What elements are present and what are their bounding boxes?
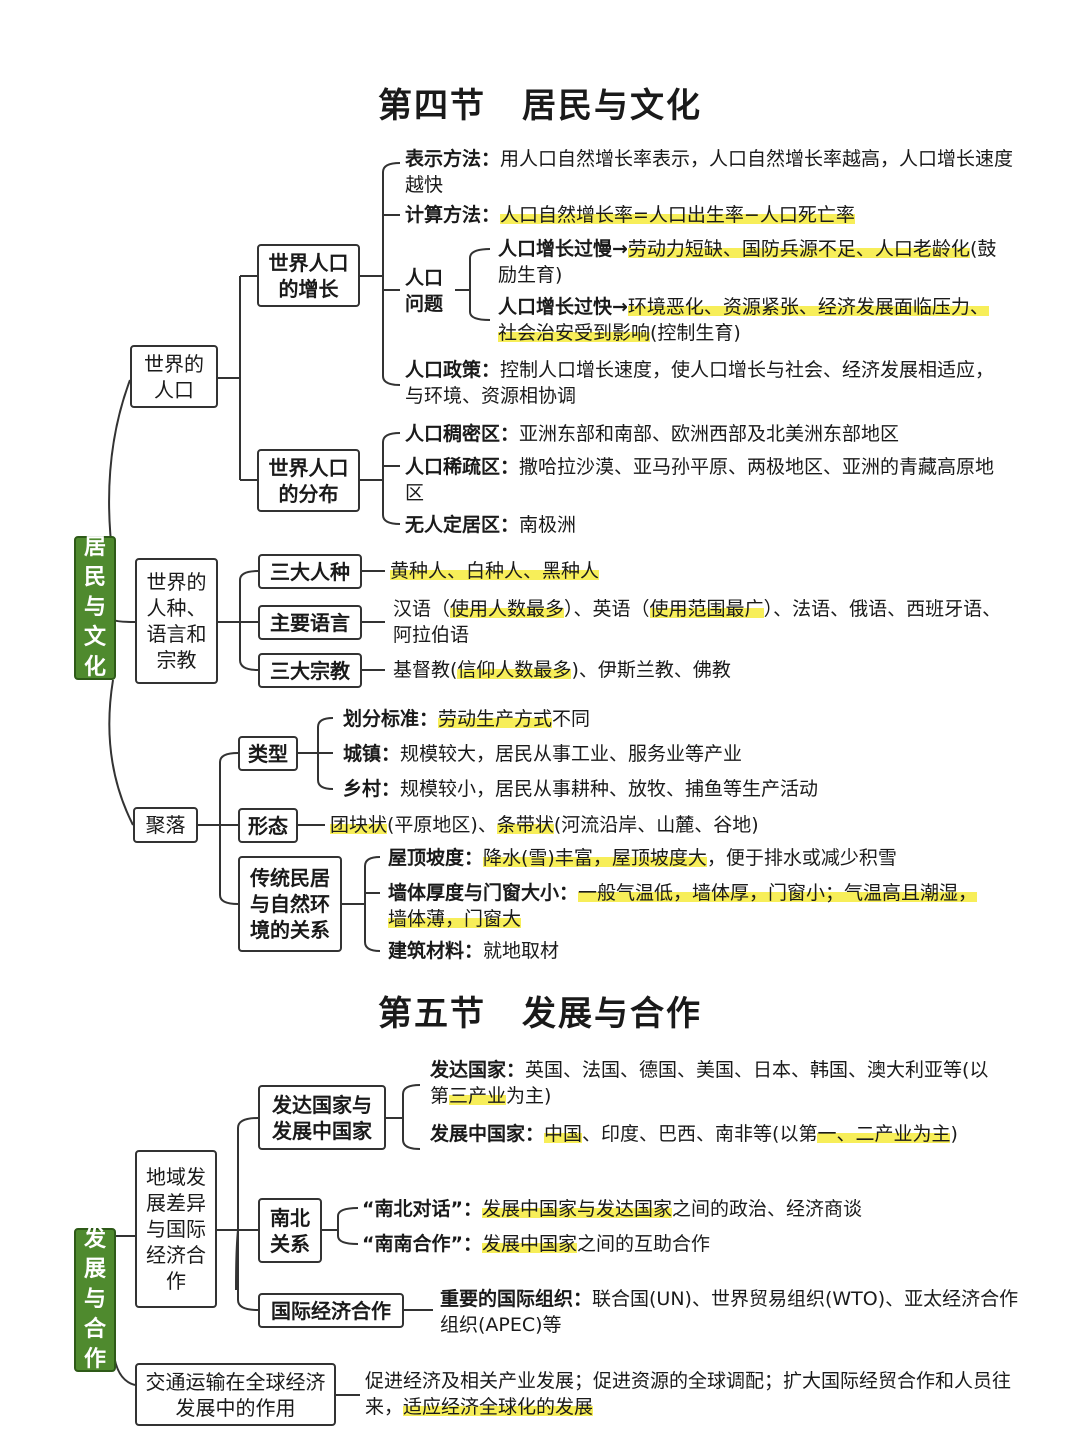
item-languages: 汉语（使用人数最多）、英语（使用范围最广）、法语、俄语、西班牙语、阿拉伯语	[393, 598, 1002, 646]
item-representation: 表示方法：用人口自然增长率表示，人口自然增长率越高，人口增长速度越快	[405, 148, 1014, 196]
node-north-south-relations: 南北关系	[258, 1198, 322, 1263]
item-slow-growth: 人口增长过慢→劳动力短缺、国防兵源不足、人口老龄化(鼓励生育)	[498, 238, 997, 286]
item-international-organizations: 重要的国际组织：联合国(UN)、世界贸易组织(WTO)、亚太经济合作组织(APE…	[440, 1288, 1019, 1336]
item-population-policy: 人口政策：控制人口增长速度，使人口增长与社会、经济发展相适应，与环境、资源相协调	[405, 359, 995, 407]
node-transport-role: 交通运输在全球经济发展中的作用	[135, 1363, 336, 1426]
item-south-south-cooperation: “南南合作”：发展中国家之间的互助合作	[362, 1233, 711, 1255]
item-north-south-dialogue: “南北对话”：发展中国家与发达国家之间的政治、经济商谈	[362, 1198, 863, 1220]
root-node-development-cooperation: 发展与合作	[74, 1227, 116, 1372]
item-building-materials: 建筑材料：就地取材	[388, 940, 560, 962]
node-developed-developing: 发达国家与发展中国家	[258, 1085, 386, 1150]
item-calculation: 计算方法：人口自然增长率=人口出生率−人口死亡率	[405, 204, 855, 226]
root-node-residents-culture: 居民与文化	[74, 535, 116, 680]
item-fast-growth: 人口增长过快→环境恶化、资源紧张、经济发展面临压力、社会治安受到影响(控制生育)	[498, 296, 989, 344]
node-population-distribution: 世界人口的分布	[257, 449, 360, 512]
node-race-language-religion: 世界的人种、语言和宗教	[135, 558, 218, 684]
item-town: 城镇：规模较大，居民从事工业、服务业等产业	[343, 743, 743, 765]
item-form: 团块状(平原地区)、条带状(河流沿岸、山麓、谷地)	[330, 814, 759, 836]
item-dense-area: 人口稠密区：亚洲东部和南部、欧洲西部及北美洲东部地区	[405, 423, 900, 445]
item-religions: 基督教(信仰人数最多)、伊斯兰教、佛教	[393, 659, 731, 681]
node-main-languages: 主要语言	[258, 605, 362, 640]
node-world-population: 世界的人口	[130, 345, 218, 408]
node-international-cooperation: 国际经济合作	[258, 1293, 404, 1328]
node-three-religions: 三大宗教	[258, 653, 362, 688]
item-sparse-area: 人口稀疏区：撒哈拉沙漠、亚马孙平原、两极地区、亚洲的青藏高原地区	[405, 456, 995, 504]
item-transport-effects: 促进经济及相关产业发展；促进资源的全球调配；扩大国际经贸合作和人员往来，适应经济…	[365, 1370, 1012, 1418]
node-settlement-form: 形态	[238, 808, 298, 843]
item-roof-slope: 屋顶坡度：降水(雪)丰富，屋顶坡度大，便于排水或减少积雪	[388, 847, 897, 869]
item-races: 黄种人、白种人、黑种人	[390, 560, 600, 582]
node-settlement: 聚落	[133, 807, 198, 843]
item-village: 乡村：规模较小，居民从事耕种、放牧、捕鱼等生产活动	[343, 778, 819, 800]
node-population-growth: 世界人口的增长	[257, 244, 360, 307]
node-three-races: 三大人种	[258, 554, 362, 589]
item-uninhabited-area: 无人定居区：南极洲	[405, 514, 577, 536]
item-developed-countries: 发达国家：英国、法国、德国、美国、日本、韩国、澳大利亚等(以第三产业为主)	[430, 1059, 989, 1107]
item-division-standard: 划分标准：劳动生产方式不同	[343, 708, 591, 730]
node-regional-development-difference: 地域发展差异与国际经济合作	[135, 1150, 217, 1308]
node-settlement-type: 类型	[238, 736, 298, 771]
item-developing-countries: 发展中国家：中国、印度、巴西、南非等(以第一、二产业为主)	[430, 1123, 958, 1145]
node-traditional-dwellings: 传统民居与自然环境的关系	[238, 856, 342, 952]
section4-title: 第四节 居民与文化	[378, 86, 702, 126]
item-wall-thickness: 墙体厚度与门窗大小：一般气温低，墙体厚，门窗小；气温高且潮湿，墙体薄，门窗大	[388, 882, 978, 930]
item-population-problems: 人口问题	[405, 267, 444, 315]
section5-title: 第五节 发展与合作	[378, 994, 702, 1034]
